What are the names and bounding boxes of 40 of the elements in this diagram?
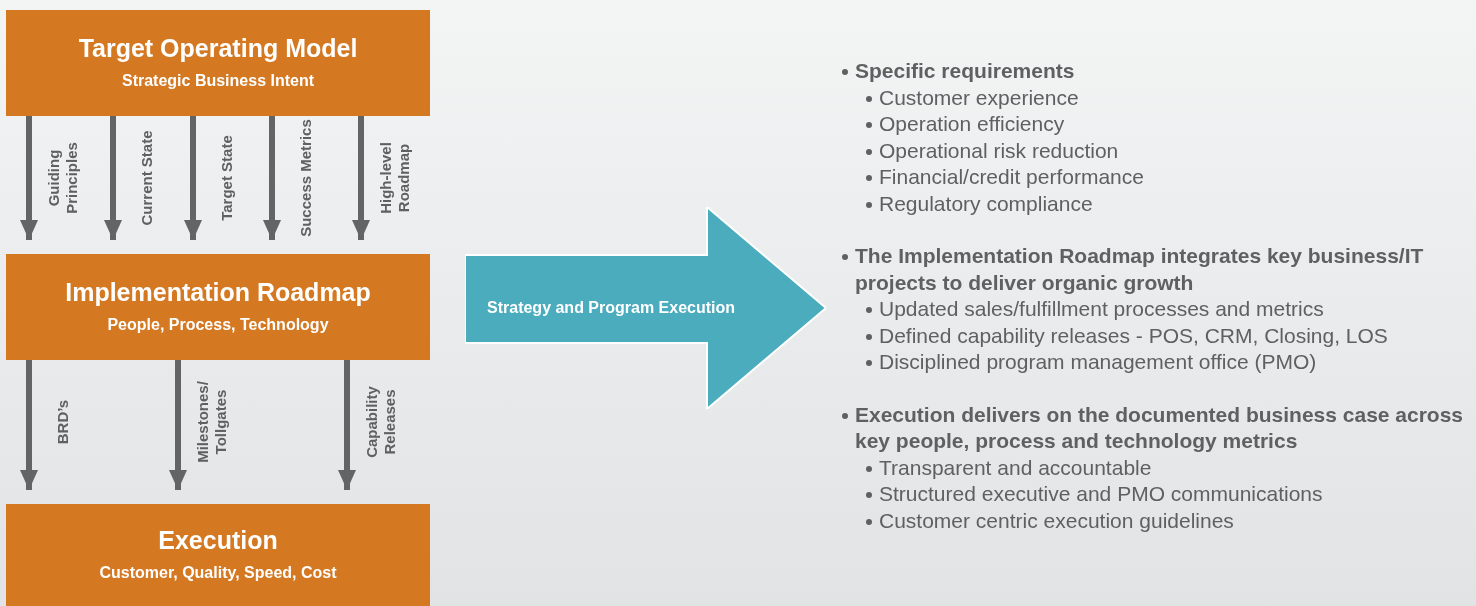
- arrow: [338, 360, 356, 490]
- bullet-text: The Implementation Roadmap integrates key business/IT projects to deliver organic growth: [855, 243, 1425, 296]
- edge-label: BRD’s: [54, 399, 72, 445]
- bullet-text: Disciplined program management office (PMO): [879, 349, 1317, 375]
- bullet-text: Financial/credit performance: [879, 164, 1144, 190]
- arrow: [263, 116, 281, 240]
- process-box: [6, 254, 430, 360]
- bullet-text: Updated sales/fulfillment processes and metrics: [879, 296, 1324, 322]
- edge-label: Current State: [138, 130, 156, 226]
- bullet-text: Structured executive and PMO communications: [879, 481, 1323, 507]
- bullet-text: Defined capability releases - POS, CRM, Closing, LOS: [879, 322, 1388, 349]
- bullet-text: Regulatory compliance: [879, 190, 1093, 217]
- edge-label: Target State: [218, 135, 236, 221]
- box-subtitle: Customer, Quality, Speed, Cost: [99, 562, 337, 583]
- box-title: Execution: [158, 525, 278, 557]
- edge-label: High-level Roadmap: [377, 141, 413, 216]
- arrow: [20, 360, 38, 490]
- edge-label: Milestones/ Tollgates: [194, 380, 230, 465]
- bullet-text: Execution delivers on the documented business case across key people, process and technology metrics: [855, 401, 1465, 454]
- edge-label: Capability Releases: [363, 385, 399, 460]
- arrow: [20, 116, 38, 240]
- bullet-text: Transparent and accountable: [879, 454, 1152, 481]
- edge-label: Success Metrics: [297, 119, 315, 237]
- arrow: [352, 116, 370, 240]
- arrow-label: Strategy and Program Execution: [487, 298, 737, 318]
- process-box: [6, 504, 430, 606]
- box-title: Target Operating Model: [78, 33, 358, 65]
- process-box: [6, 10, 430, 116]
- arrow: [169, 360, 187, 490]
- bullet-text: Specific requirements: [855, 58, 1075, 84]
- arrow: [184, 116, 202, 240]
- edge-label: Guiding Principles: [45, 141, 81, 216]
- bullet-text: Customer experience: [879, 84, 1079, 111]
- bullet-text: Customer centric execution guidelines: [879, 507, 1234, 534]
- bullet-text: Operational risk reduction: [879, 137, 1119, 164]
- arrow: [104, 116, 122, 240]
- box-subtitle: Strategic Business Intent: [121, 70, 314, 91]
- box-title: Implementation Roadmap: [65, 277, 371, 309]
- bullet-text: Operation efficiency: [879, 111, 1065, 137]
- box-subtitle: People, Process, Technology: [107, 314, 329, 335]
